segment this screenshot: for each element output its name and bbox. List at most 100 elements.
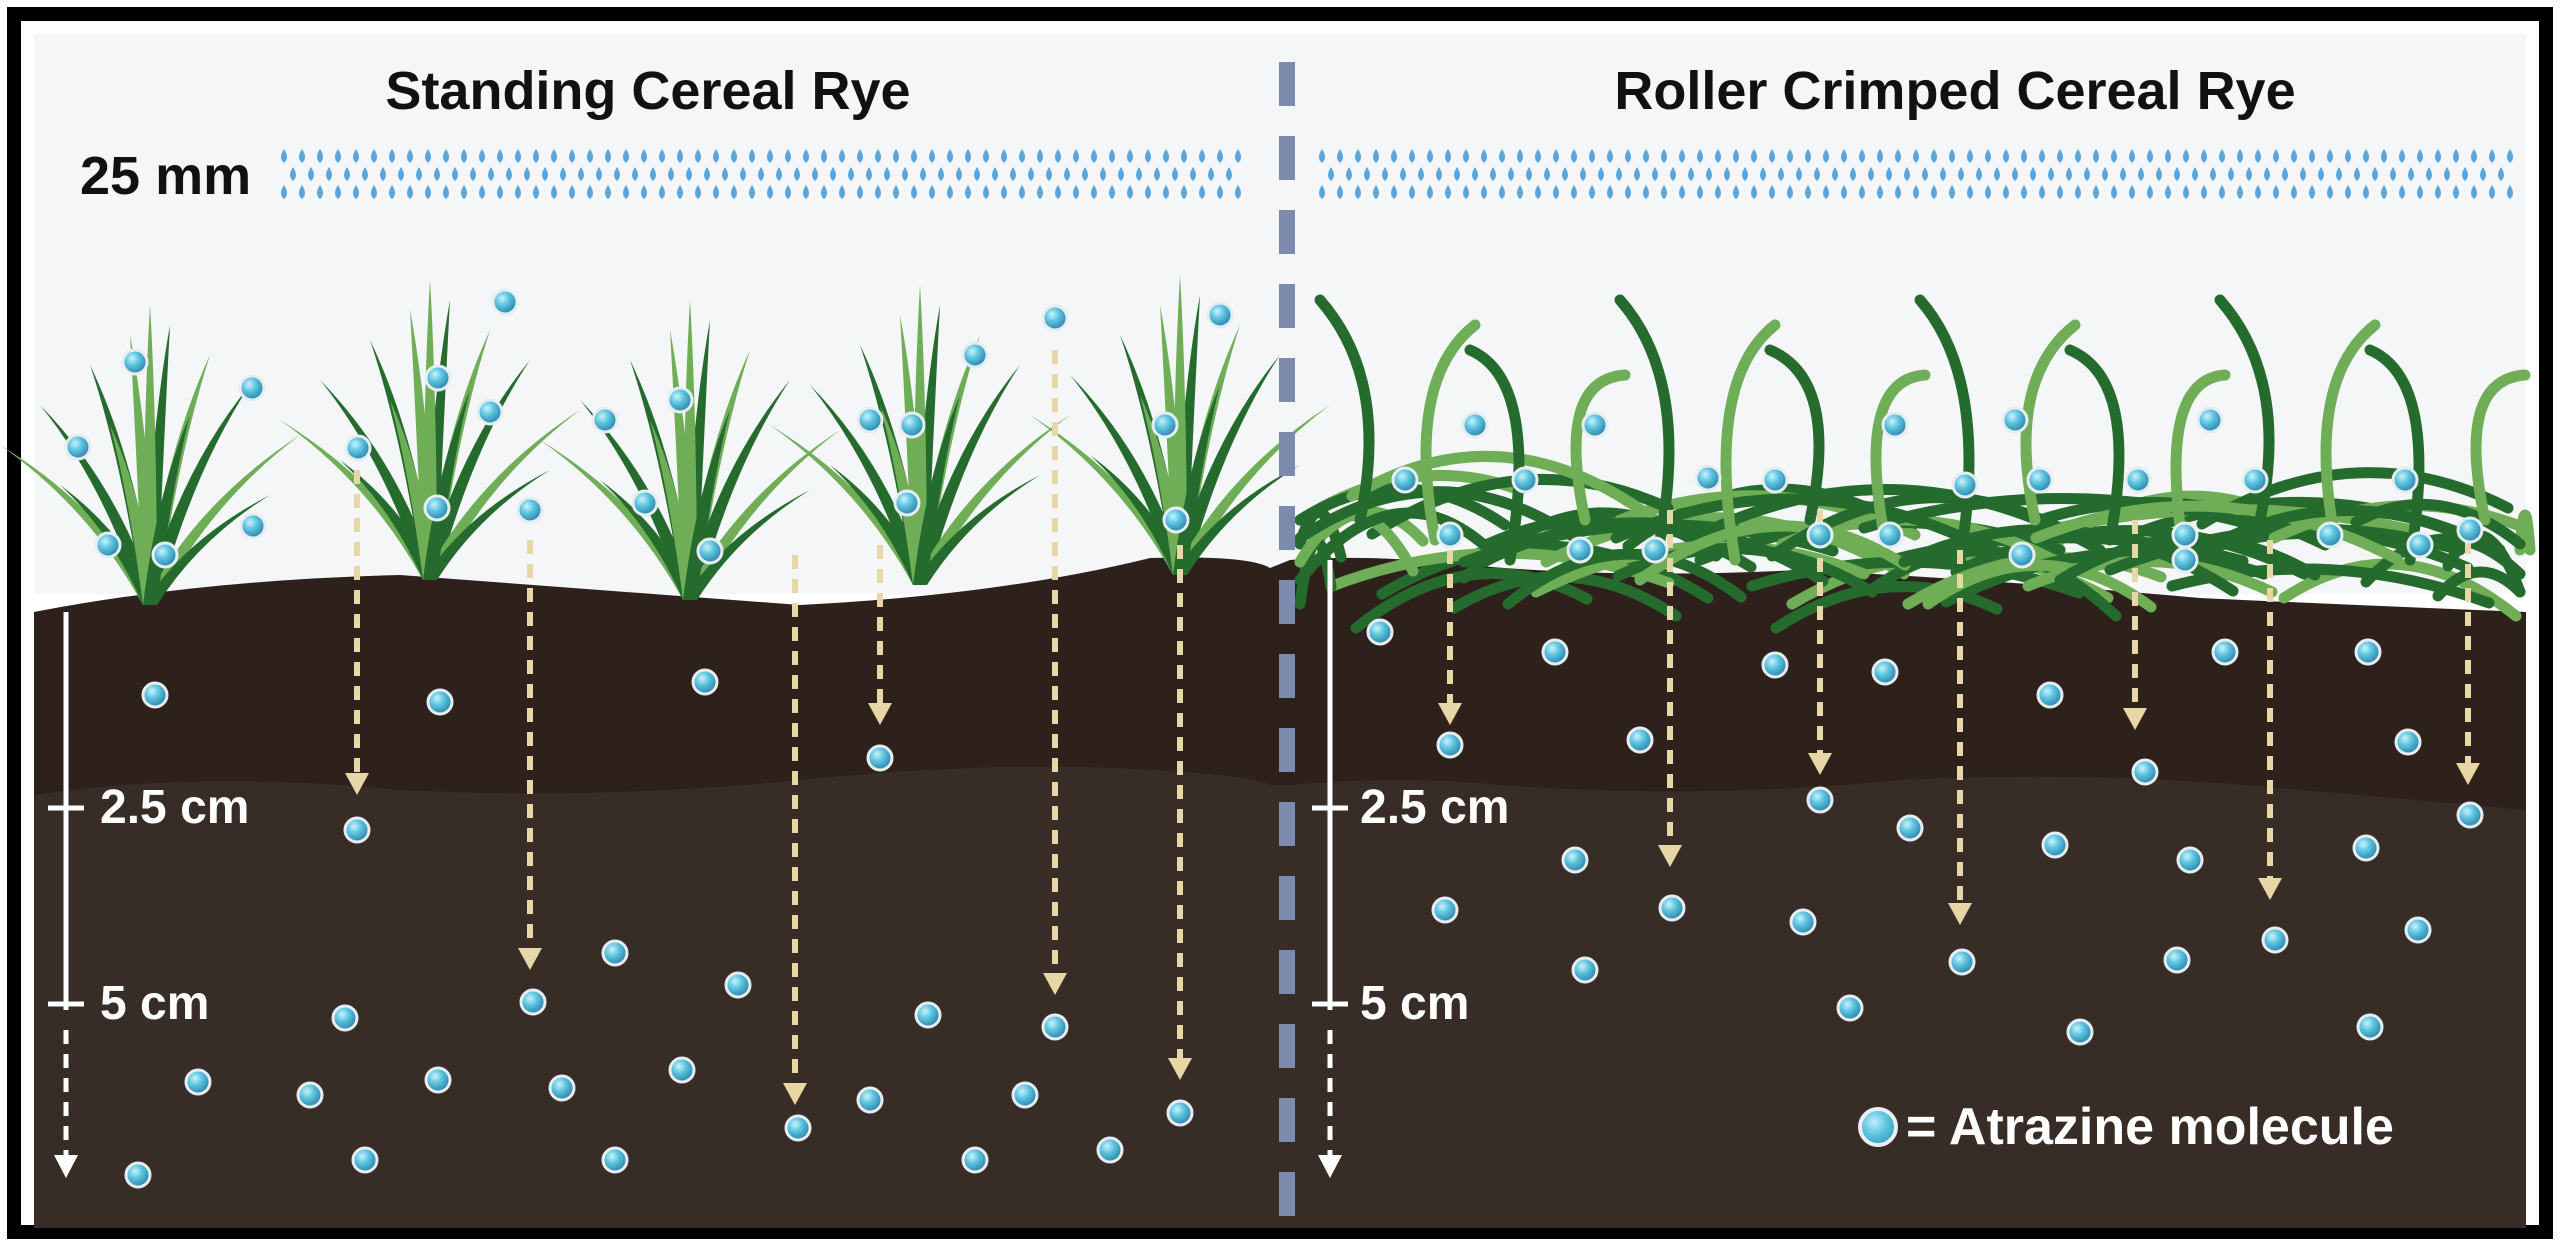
rain-drop: [497, 185, 503, 199]
leaching-arrow: [1808, 510, 1832, 775]
rain-drop: [821, 149, 827, 163]
rain-drop: [1001, 149, 1007, 163]
rye-blade: [1420, 319, 1481, 546]
atrazine-molecule: [1761, 466, 1789, 494]
rain-drop: [1208, 167, 1214, 181]
rye-blade: [2470, 369, 2531, 526]
atrazine-molecule: [1881, 411, 1909, 439]
atrazine-molecule: [94, 531, 122, 559]
rain-drop: [1373, 149, 1379, 163]
rain-drop: [344, 167, 350, 181]
rain-drop: [2363, 149, 2369, 163]
rain-drop: [569, 149, 575, 163]
rain-drop: [407, 149, 413, 163]
rain-drop: [1517, 185, 1523, 199]
rain-drop: [1355, 185, 1361, 199]
rain-drop: [2057, 149, 2063, 163]
rain-drop: [1625, 149, 1631, 163]
rain-drop: [1109, 149, 1115, 163]
rain-drop: [1235, 149, 1241, 163]
rain-drop: [1145, 149, 1151, 163]
rain-drop: [542, 167, 548, 181]
atrazine-molecule: [1566, 536, 1594, 564]
rainfall-label: 25 mm: [80, 146, 252, 206]
rain-drop: [848, 167, 854, 181]
rain-drop: [1724, 167, 1730, 181]
atrazine-molecule: [296, 1081, 324, 1109]
rye-blade: [2064, 344, 2125, 546]
rain-drop: [902, 167, 908, 181]
rain-drop: [2300, 167, 2306, 181]
rain-drop: [2111, 185, 2117, 199]
atrazine-molecule: [2041, 831, 2069, 859]
rain-drop: [1400, 167, 1406, 181]
rain-drop: [2075, 149, 2081, 163]
rain-drop: [1055, 185, 1061, 199]
rain-drop: [1181, 185, 1187, 199]
rain-drop: [1571, 149, 1577, 163]
rye-plant: [770, 285, 1070, 585]
rain-drop: [2039, 149, 2045, 163]
rain-drop: [2183, 185, 2189, 199]
rain-drop: [461, 149, 467, 163]
rain-drop: [389, 185, 395, 199]
rain-drop: [641, 149, 647, 163]
rain-drop: [515, 185, 521, 199]
rain-drop: [740, 167, 746, 181]
atrazine-molecule: [519, 988, 547, 1016]
rain-drop: [1037, 149, 1043, 163]
rye-blade: [1922, 559, 2157, 613]
rain-drop: [2156, 167, 2162, 181]
rain-drop: [2489, 149, 2495, 163]
rain-drop: [2165, 185, 2171, 199]
rain-drop: [1454, 167, 1460, 181]
rain-drop: [1562, 167, 1568, 181]
rain-drop: [587, 185, 593, 199]
rain-drop: [1769, 185, 1775, 199]
atrazine-molecule: [1541, 638, 1569, 666]
rain-drop: [965, 185, 971, 199]
rain-drop: [929, 185, 935, 199]
rain-drop: [1733, 149, 1739, 163]
rain-drop: [839, 185, 845, 199]
rain-drop: [2138, 167, 2144, 181]
atrazine-molecule: [476, 398, 504, 426]
rain-drop: [443, 149, 449, 163]
rain-drop: [533, 149, 539, 163]
rain-drop: [1373, 185, 1379, 199]
rain-drop: [317, 149, 323, 163]
atrazine-molecule: [1641, 536, 1669, 564]
rain-drop: [2219, 185, 2225, 199]
rain-drop: [1481, 149, 1487, 163]
atrazine-molecule: [2163, 946, 2191, 974]
atrazine-molecule: [1162, 506, 1190, 534]
atrazine-molecule: [1951, 471, 1979, 499]
rain-drop: [767, 185, 773, 199]
rain-drop: [1976, 167, 1982, 181]
rain-drop: [659, 185, 665, 199]
rain-drop: [803, 149, 809, 163]
rain-drop: [2057, 185, 2063, 199]
rye-blade: [1870, 369, 1931, 546]
atrazine-molecule: [426, 688, 454, 716]
leaching-arrows: [345, 350, 2480, 1105]
rain-drop: [479, 149, 485, 163]
rain-drop: [1805, 149, 1811, 163]
rain-drop: [1760, 167, 1766, 181]
rain-drop: [911, 149, 917, 163]
rain-drop: [2048, 167, 2054, 181]
rain-drop: [677, 185, 683, 199]
rain-drop: [1145, 185, 1151, 199]
rain-drop: [2003, 149, 2009, 163]
rain-drop: [2093, 149, 2099, 163]
rain-drop: [425, 149, 431, 163]
atrazine-molecule: [2241, 466, 2269, 494]
rye-blade: [1294, 486, 1583, 545]
legend-label: = Atrazine molecule: [1906, 1098, 2394, 1156]
atrazine-molecule: [784, 1114, 812, 1142]
rain-drop: [443, 185, 449, 199]
atrazine-molecule: [239, 512, 267, 540]
rain-drop: [1073, 185, 1079, 199]
rain-drop: [1508, 167, 1514, 181]
